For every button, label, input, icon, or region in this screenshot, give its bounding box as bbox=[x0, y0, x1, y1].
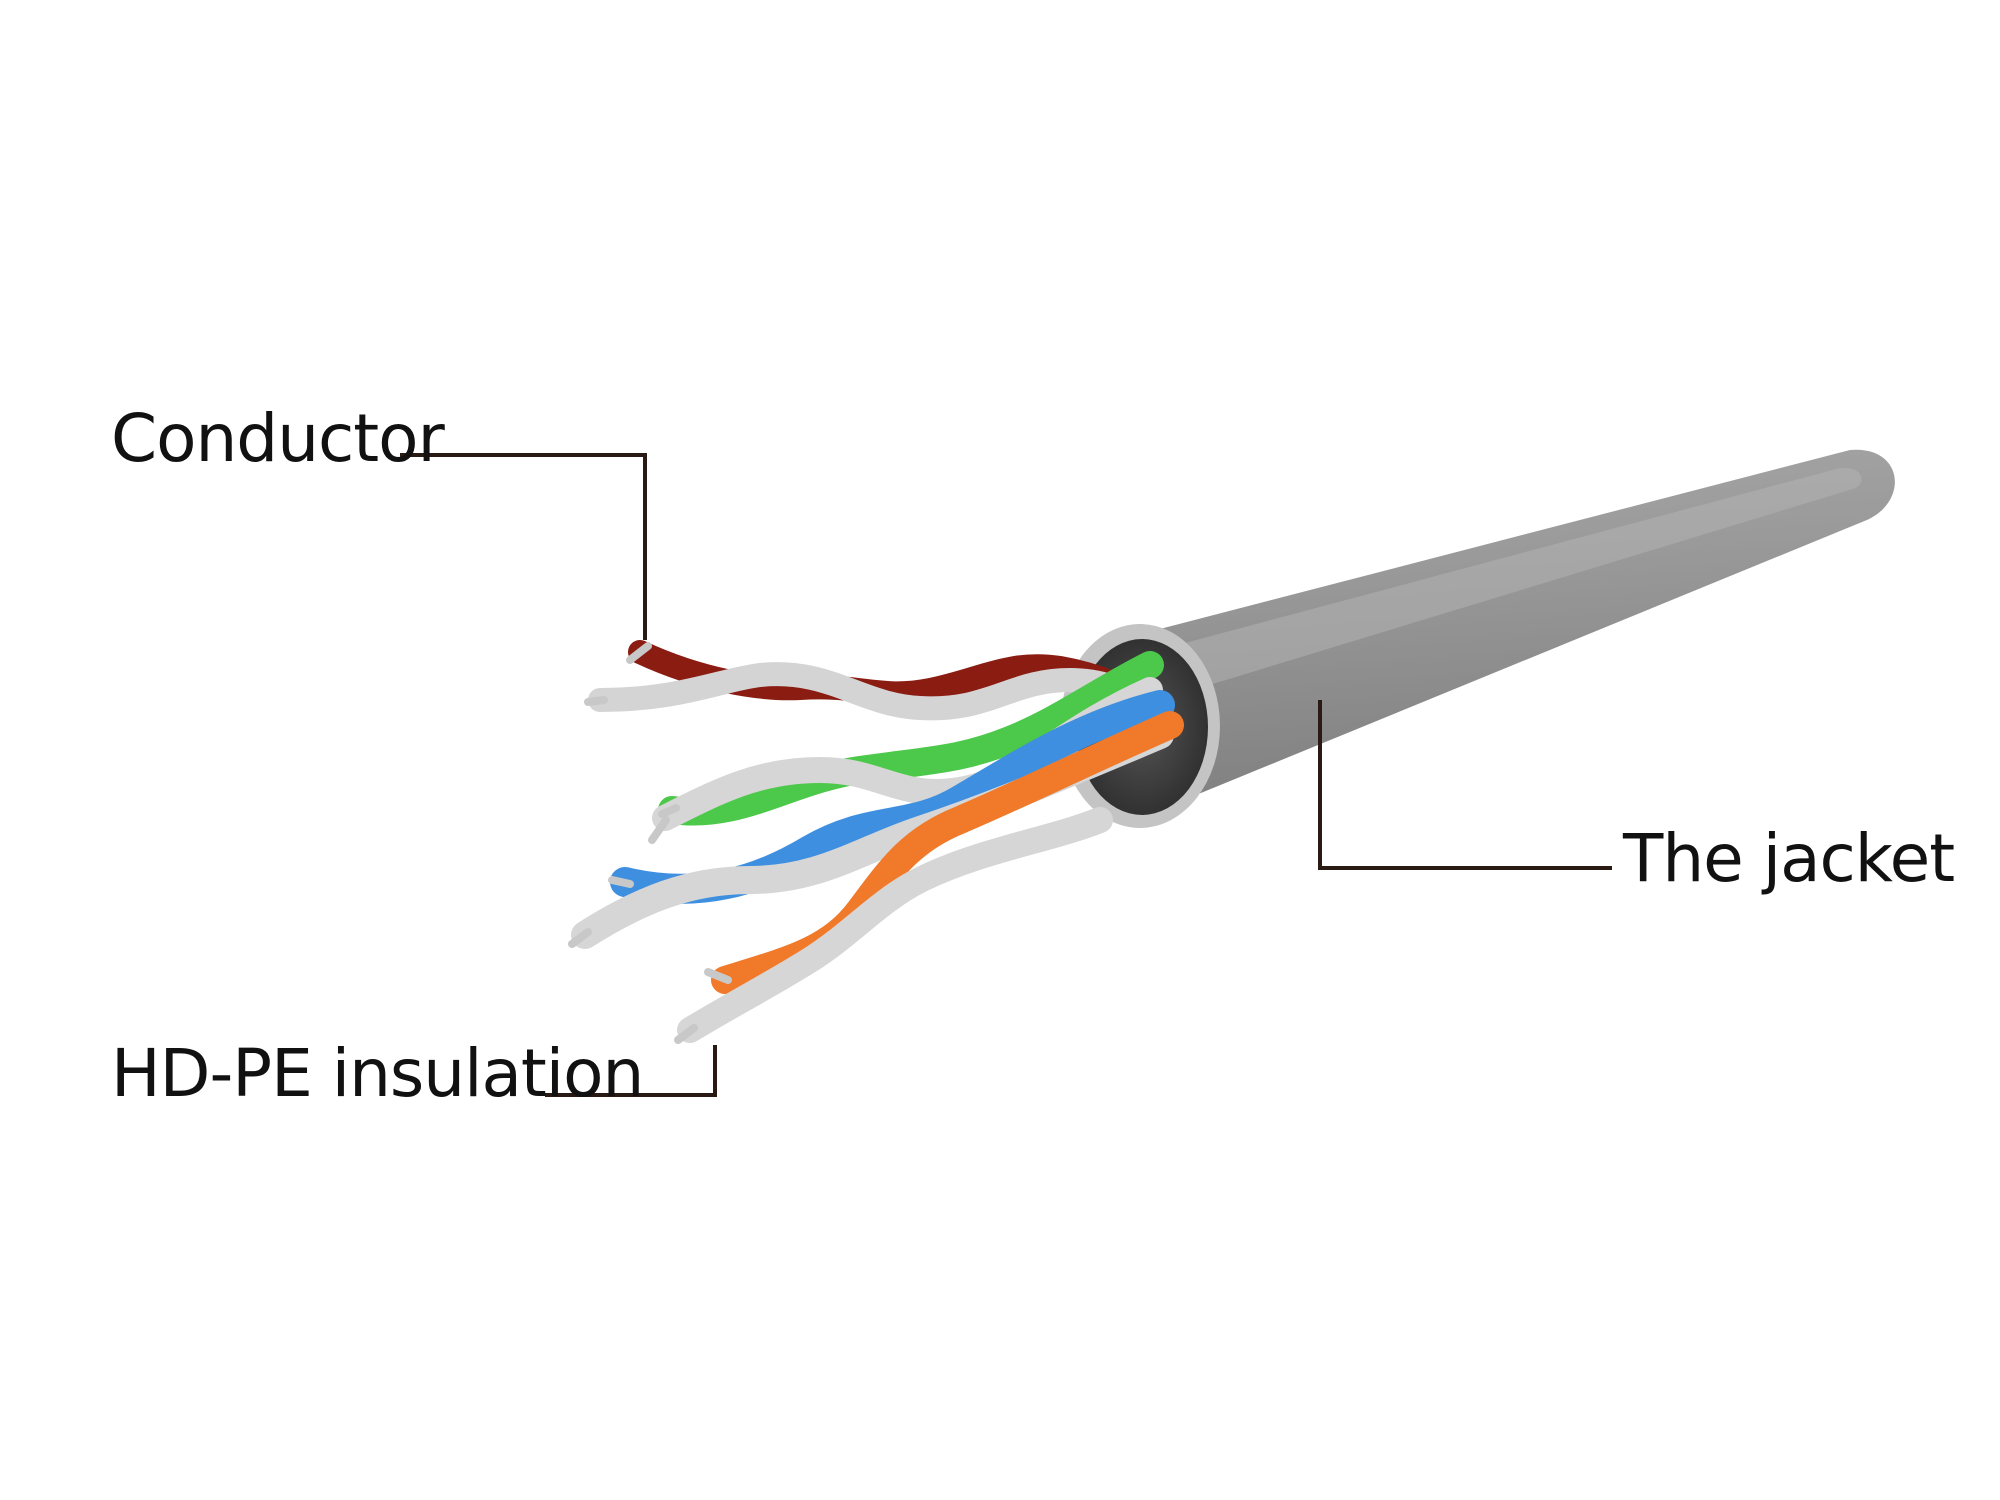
jacket-highlight bbox=[1140, 467, 1862, 700]
label-insulation: HD-PE insulation bbox=[111, 1035, 644, 1112]
wire-orange-white bbox=[677, 807, 1113, 1043]
leader-line-conductor bbox=[400, 453, 647, 640]
twisted-pairs bbox=[568, 640, 1184, 1044]
conductor-tip-white-3 bbox=[568, 928, 592, 948]
conductor-tip-brown bbox=[626, 642, 652, 664]
conductor-tip-blue bbox=[608, 876, 634, 888]
conductor-tip-orange bbox=[704, 968, 732, 984]
conductor-tip-white-2 bbox=[648, 816, 670, 844]
conductor-tip-white-4 bbox=[674, 1024, 698, 1044]
wire-green bbox=[658, 651, 1164, 826]
label-conductor: Conductor bbox=[111, 400, 445, 477]
jacket bbox=[1060, 449, 1895, 828]
conductor-tip-green bbox=[658, 804, 680, 818]
jacket-body bbox=[1125, 449, 1895, 818]
leader-lines bbox=[400, 453, 1612, 1097]
wire-brown-white bbox=[588, 662, 1162, 721]
label-jacket: The jacket bbox=[1623, 820, 1955, 897]
leader-line-insulation bbox=[545, 1045, 717, 1097]
conductor-tip-white-1 bbox=[584, 696, 608, 706]
leader-line-jacket bbox=[1318, 700, 1612, 870]
